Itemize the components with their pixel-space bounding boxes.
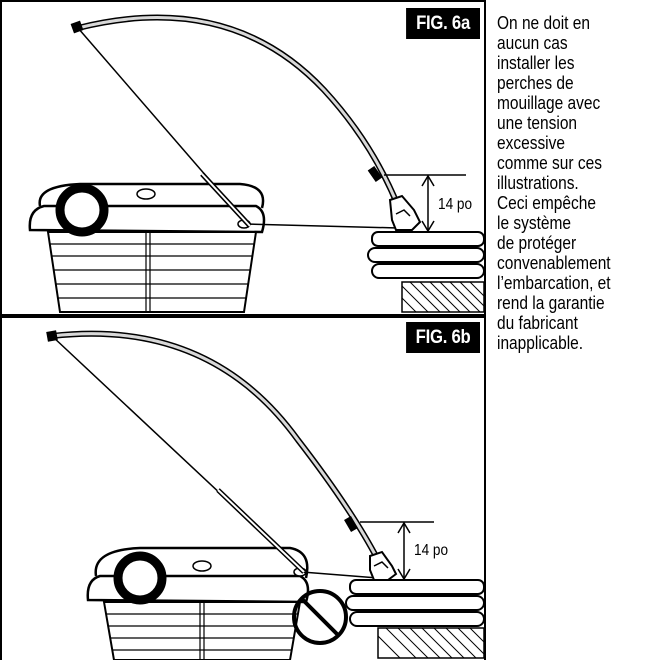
dock-6a	[367, 231, 485, 313]
whip-pole-6a	[77, 14, 401, 208]
caption-line: comme sur ces	[497, 153, 602, 173]
caption-line: l’embarcation, et	[497, 273, 611, 293]
caption-line: convenablement	[497, 253, 611, 273]
figure-drawing	[0, 0, 486, 661]
panel-6a	[28, 14, 485, 313]
whip-base-6b	[369, 550, 398, 581]
caption-line: illustrations.	[497, 173, 579, 193]
caption-line: installer les	[497, 53, 575, 73]
measurement-marks-6a	[384, 174, 466, 233]
caption-line: inapplicable.	[497, 333, 584, 353]
caption-line: rend la garantie	[497, 293, 605, 313]
caption-line: le système	[497, 213, 571, 233]
figure-label-6a: FIG. 6a	[406, 8, 480, 39]
caption-line: aucun cas	[497, 33, 568, 53]
boat-6b	[86, 546, 310, 661]
caption-line: du fabricant	[497, 313, 578, 333]
mooring-line-6b	[301, 571, 379, 579]
caption-line: excessive	[497, 133, 565, 153]
caption-line: On ne doit en	[497, 13, 590, 33]
boat-6a	[28, 182, 266, 313]
warning-caption: On ne doit en aucun cas installer les pe…	[497, 13, 659, 353]
prohibited-icon	[292, 589, 348, 645]
caption-line: perches de	[497, 73, 574, 93]
mooring-whip-figure: FIG. 6a FIG. 6b 14 po 14 po	[0, 0, 486, 661]
whip-base-6a	[388, 194, 422, 231]
caption-line: Ceci empêche	[497, 193, 596, 213]
figure-label-6b: FIG. 6b	[406, 322, 480, 353]
measurement-label-6b: 14 po	[414, 542, 449, 559]
panel-6b	[46, 330, 485, 661]
frame-6a	[0, 0, 486, 316]
dock-6b	[345, 579, 485, 659]
measurement-marks-6b	[360, 521, 434, 581]
caption-line: de protéger	[497, 233, 577, 253]
whip-pole-6b	[51, 330, 381, 562]
mooring-line-6a	[245, 223, 399, 229]
measurement-label-6a: 14 po	[438, 196, 473, 213]
caption-line: mouillage avec	[497, 93, 601, 113]
caption-line: une tension	[497, 113, 578, 133]
